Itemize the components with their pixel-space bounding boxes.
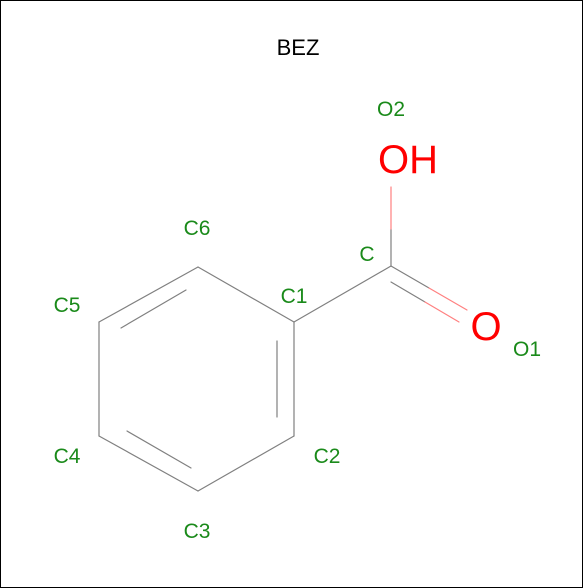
bond-c-o1-outer-half-o bbox=[428, 287, 468, 311]
bond-c5-c6 bbox=[98, 266, 199, 323]
atom-label-o1: O1 bbox=[513, 338, 541, 361]
bond-c3-c4-inner bbox=[126, 430, 192, 469]
atom-label-c5: C5 bbox=[54, 294, 81, 317]
bond-c-o1-inner-half-o bbox=[424, 301, 460, 323]
bond-c-o1-inner-half-c bbox=[390, 281, 426, 303]
bond-c6-c1 bbox=[197, 266, 295, 323]
atom-label-c1: C1 bbox=[281, 285, 308, 308]
atom-label-c6: C6 bbox=[184, 217, 211, 240]
atom-labels: C1 C2 C3 C4 C5 C6 C O1 O2 bbox=[54, 98, 541, 543]
atom-label-c3: C3 bbox=[184, 520, 211, 543]
bond-c3-c4 bbox=[98, 435, 199, 492]
bond-c5-c6-inner bbox=[120, 289, 187, 329]
atom-label-c2: C2 bbox=[314, 445, 341, 468]
atom-label-c: C bbox=[359, 243, 374, 266]
molecule-title: BEZ bbox=[277, 35, 320, 60]
bond-c1-c bbox=[293, 265, 392, 323]
ring-bonds bbox=[98, 266, 295, 492]
carboxyl-bonds bbox=[293, 186, 468, 323]
atom-label-c4: C4 bbox=[54, 445, 81, 468]
bond-c-o1-outer-half-c bbox=[390, 265, 430, 289]
carbonyl-oxygen-symbol: O bbox=[470, 305, 501, 349]
hydroxyl-symbol: OH bbox=[378, 138, 438, 182]
bond-c2-c3 bbox=[197, 435, 295, 492]
atom-label-o2: O2 bbox=[377, 98, 405, 121]
